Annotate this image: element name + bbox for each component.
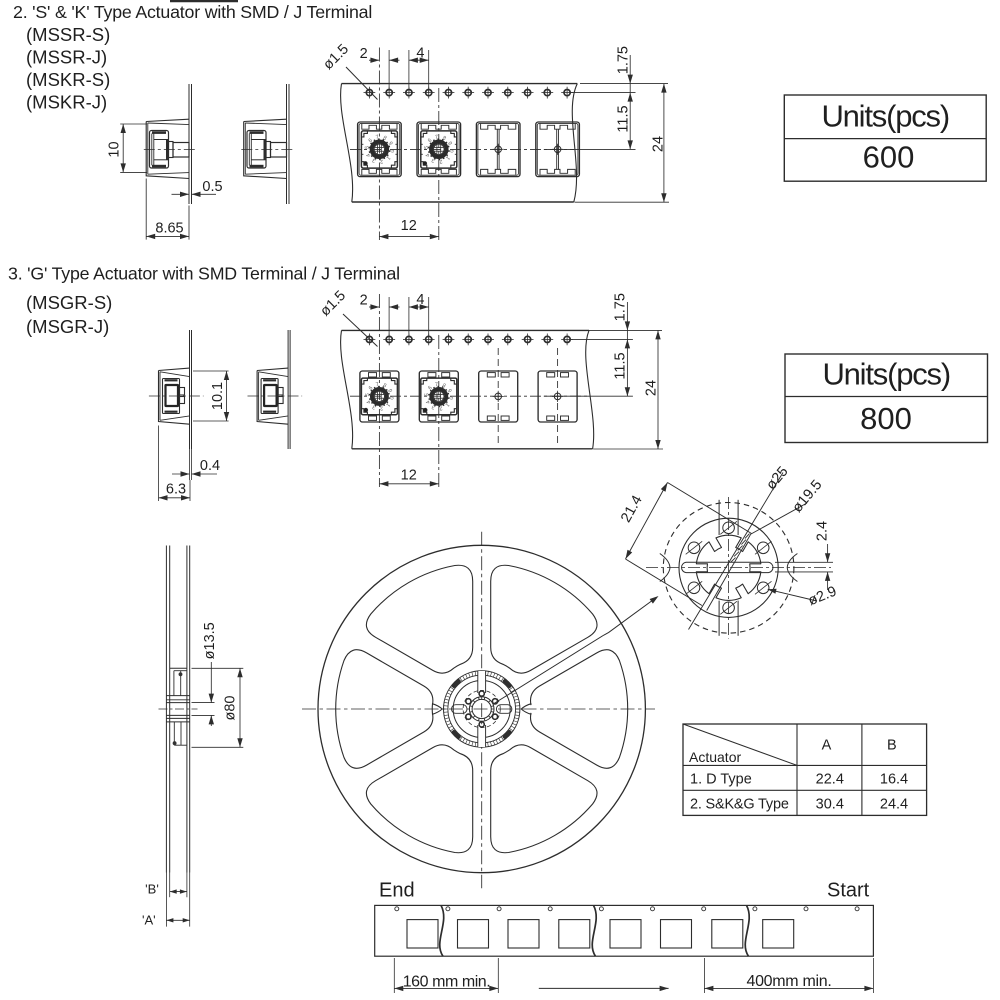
svg-text:Units(pcs): Units(pcs)	[822, 357, 950, 392]
svg-text:16.4: 16.4	[880, 772, 908, 788]
svg-text:6: 6	[427, 138, 433, 144]
svg-text:Units(pcs): Units(pcs)	[821, 99, 949, 134]
svg-text:2. 'S' & 'K' Type Actuator wit: 2. 'S' & 'K' Type Actuator with SMD / J …	[13, 2, 372, 22]
svg-text:22.4: 22.4	[816, 772, 844, 788]
svg-text:7: 7	[375, 134, 379, 140]
svg-text:Start: Start	[827, 880, 870, 902]
svg-text:4: 4	[416, 46, 424, 62]
svg-text:7: 7	[435, 134, 439, 140]
svg-text:0.5: 0.5	[202, 179, 222, 195]
svg-text:2: 2	[439, 158, 443, 164]
svg-text:1.75: 1.75	[613, 293, 629, 321]
svg-text:4: 4	[425, 152, 432, 158]
svg-text:0: 0	[447, 396, 453, 400]
svg-text:'A': 'A'	[142, 912, 156, 927]
svg-text:3. 'G' Type Actuator with SMD: 3. 'G' Type Actuator with SMD Terminal /…	[8, 264, 400, 284]
svg-text:5: 5	[365, 393, 371, 397]
svg-text:8: 8	[382, 135, 387, 142]
svg-text:B: B	[887, 738, 897, 754]
svg-text:A: A	[822, 738, 832, 754]
svg-text:(MSGR-S): (MSGR-S)	[26, 292, 112, 313]
svg-text:0.4: 0.4	[200, 458, 220, 474]
svg-text:24.4: 24.4	[880, 797, 908, 813]
svg-text:8.65: 8.65	[155, 220, 183, 236]
svg-text:4: 4	[366, 399, 373, 405]
svg-text:ø80: ø80	[223, 696, 239, 721]
svg-text:2: 2	[360, 46, 368, 62]
svg-text:6: 6	[427, 385, 433, 391]
svg-text:7: 7	[375, 382, 379, 388]
svg-text:0: 0	[388, 149, 394, 153]
svg-text:11.5: 11.5	[613, 352, 629, 379]
svg-text:9: 9	[446, 141, 453, 147]
svg-text:1: 1	[385, 154, 391, 160]
svg-text:4: 4	[416, 292, 424, 308]
svg-text:'B': 'B'	[145, 882, 159, 897]
svg-text:8: 8	[382, 383, 387, 390]
svg-text:(MSKR-S): (MSKR-S)	[26, 69, 110, 90]
svg-text:3: 3	[371, 157, 376, 164]
svg-text:4: 4	[425, 399, 432, 405]
svg-text:1. D Type: 1. D Type	[690, 772, 752, 788]
svg-text:24: 24	[644, 380, 660, 396]
svg-text:Actuator: Actuator	[689, 749, 741, 765]
svg-text:7: 7	[435, 382, 439, 388]
svg-text:(MSGR-J): (MSGR-J)	[26, 316, 109, 337]
svg-text:2: 2	[379, 158, 383, 164]
svg-text:9: 9	[386, 388, 393, 394]
svg-text:9: 9	[387, 141, 394, 147]
svg-text:10: 10	[107, 141, 123, 157]
svg-text:800: 800	[860, 401, 912, 436]
svg-text:11.5: 11.5	[616, 105, 632, 132]
svg-text:(MSSR-S): (MSSR-S)	[26, 24, 110, 45]
svg-text:2: 2	[379, 404, 383, 410]
svg-text:1: 1	[444, 154, 450, 160]
svg-text:6.3: 6.3	[166, 482, 186, 498]
svg-text:0: 0	[388, 396, 394, 400]
svg-text:2: 2	[439, 404, 443, 410]
svg-text:1: 1	[384, 401, 390, 407]
svg-text:5: 5	[424, 146, 430, 150]
svg-text:5: 5	[424, 393, 430, 397]
svg-text:2. S&K&G Type: 2. S&K&G Type	[690, 797, 789, 813]
svg-text:9: 9	[446, 388, 453, 394]
svg-text:160 mm min.: 160 mm min.	[403, 973, 491, 990]
svg-text:End: End	[379, 880, 415, 902]
svg-text:2: 2	[360, 293, 368, 309]
svg-text:(MSKR-J): (MSKR-J)	[26, 92, 107, 113]
svg-text:(MSSR-J): (MSSR-J)	[26, 47, 107, 68]
svg-text:ø13.5: ø13.5	[202, 622, 218, 659]
svg-text:5: 5	[364, 146, 370, 150]
svg-text:2.4: 2.4	[815, 521, 831, 541]
svg-text:6: 6	[368, 385, 374, 391]
svg-text:24: 24	[651, 136, 667, 152]
svg-text:4: 4	[366, 152, 373, 158]
svg-text:3: 3	[431, 157, 436, 164]
svg-text:3: 3	[372, 403, 377, 410]
svg-text:8: 8	[441, 383, 446, 390]
svg-text:600: 600	[863, 140, 915, 175]
svg-text:12: 12	[401, 218, 417, 234]
svg-text:1.75: 1.75	[616, 46, 632, 74]
svg-text:400mm min.: 400mm min.	[746, 973, 831, 990]
svg-text:6: 6	[368, 138, 374, 144]
svg-text:1: 1	[444, 401, 450, 407]
svg-text:8: 8	[441, 135, 446, 142]
svg-text:12: 12	[401, 468, 417, 484]
svg-text:10.1: 10.1	[210, 382, 226, 410]
svg-text:0: 0	[447, 149, 453, 153]
svg-text:30.4: 30.4	[816, 797, 844, 813]
svg-text:3: 3	[431, 403, 436, 410]
